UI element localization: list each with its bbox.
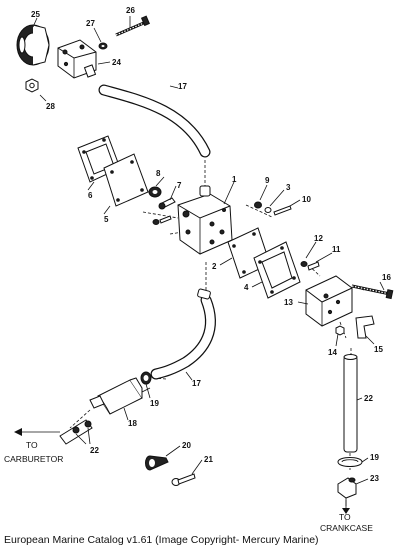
callout-4: 4 [244,283,249,292]
part-28-nut [25,78,39,93]
callout-9: 9 [265,176,270,185]
callout-19-right: 19 [370,453,379,462]
callout-23: 23 [370,474,379,483]
part-13-cover [305,275,353,327]
part-3-washer [264,207,272,213]
part-17-hose-lower [150,288,216,380]
arrow-to-crankcase [342,500,350,514]
part-26-screw [115,15,150,37]
callout-13: 13 [284,298,293,307]
leader-lines [32,16,385,485]
part-23-fitting [337,477,357,506]
callout-15: 15 [374,345,383,354]
callout-26: 26 [126,6,135,15]
part-11-check-valve [307,261,320,271]
part-9-washer [254,201,262,209]
part-20-clip [145,455,169,471]
callout-22-left: 22 [90,446,99,455]
leader-22-left [75,427,91,445]
callout-1: 1 [232,175,237,184]
callout-24: 24 [112,58,121,67]
callout-2: 2 [212,262,217,271]
callout-17-upper: 17 [178,82,187,91]
part-18-filter [89,377,151,415]
part-7-valve-pin [158,197,176,210]
callout-28: 28 [46,102,55,111]
part-19-clamp-middle [140,371,152,385]
callout-19-middle: 19 [150,399,159,408]
part-10-screw [273,205,292,216]
part-21-screw [171,473,196,486]
part-8-valve-disc [148,186,162,198]
part-17-hose-upper [98,84,211,158]
callout-8: 8 [156,169,161,178]
callout-16: 16 [382,273,391,282]
callout-14: 14 [328,348,337,357]
part-retainer-small [152,215,172,225]
part-16-bolt [351,284,394,300]
to-carburetor-label-line1: TO [26,440,38,450]
to-crankcase-label-line1: TO [339,512,351,522]
callout-10: 10 [302,195,311,204]
part-22-hose-left [59,419,93,445]
callout-5: 5 [104,215,109,224]
image-caption: European Marine Catalog v1.61 (Image Cop… [4,534,319,546]
callout-7: 7 [177,181,182,190]
callout-21: 21 [204,455,213,464]
callout-25: 25 [31,10,40,19]
part-4-gasket [253,241,301,299]
part-5-diaphragm [103,153,149,207]
part-1-pump-body [177,185,233,255]
part-25-boot [16,24,50,66]
callout-11: 11 [332,245,341,254]
part-19-clamp-right [337,457,363,467]
callout-27: 27 [86,19,95,28]
part-27-washer [98,42,108,50]
part-22-hose-right [343,354,358,453]
callout-12: 12 [314,234,323,243]
callout-22-right: 22 [364,394,373,403]
callout-3: 3 [286,183,291,192]
to-carburetor-label-line2: CARBURETOR [4,454,63,464]
part-15-elbow [355,315,375,339]
callout-6: 6 [88,191,93,200]
callout-20: 20 [182,441,191,450]
part-12-washer [300,261,308,267]
part-14-nut [335,325,345,336]
part-24-bracket [57,39,97,79]
callout-17-lower: 17 [192,379,201,388]
to-crankcase-label-line2: CRANKCASE [320,523,373,533]
arrow-to-carburetor [14,428,60,436]
callout-18: 18 [128,419,137,428]
